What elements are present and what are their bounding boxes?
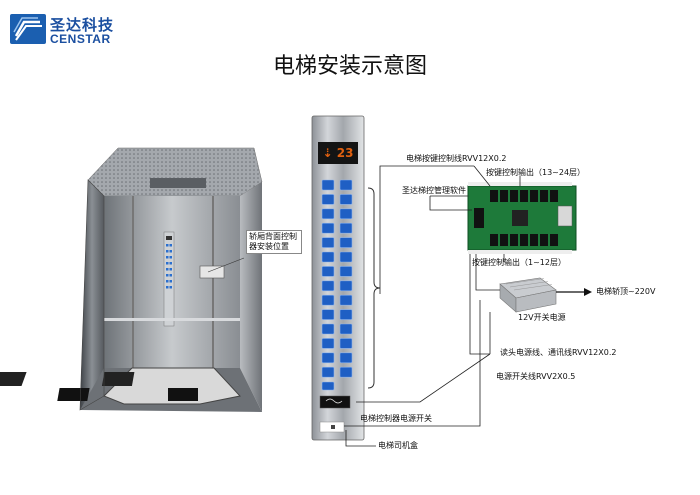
controller-board-illustration — [467, 182, 577, 254]
logo-chinese-name: 圣达科技 — [50, 16, 115, 34]
floor-button — [339, 294, 353, 306]
floor-button — [321, 208, 335, 220]
page-title: 电梯安装示意图 — [272, 54, 427, 79]
wiring — [344, 165, 521, 447]
floor-button — [339, 366, 353, 378]
floor-button — [339, 338, 353, 349]
floor-button — [321, 338, 335, 349]
button-panel-illustration — [311, 115, 365, 441]
floor-button — [321, 366, 335, 378]
button-cable-label: 电梯按键控制线RVV12X0.2 — [406, 154, 507, 163]
floor-button — [321, 294, 335, 306]
output-lower-label: 按键控制输出（1~12层） — [472, 258, 566, 267]
floor-button — [339, 194, 353, 205]
floor-button — [321, 266, 335, 277]
psu-arrow-head — [584, 288, 592, 296]
psu-label: 12V开关电源 — [518, 313, 566, 322]
power-supply-illustration — [499, 277, 557, 313]
floor-button — [321, 179, 335, 191]
floor-button — [321, 309, 335, 320]
floor-button — [321, 222, 335, 234]
floor-button — [339, 323, 353, 335]
floor-button — [339, 179, 353, 191]
power-switch-label: 电梯控制器电源开关 — [360, 414, 432, 423]
panel-bracket — [367, 187, 381, 389]
display-arrow-icon: ⇣ — [322, 146, 333, 160]
company-logo: 圣达科技 CENSTAR — [10, 14, 170, 50]
floor-button — [339, 280, 353, 292]
floor-button — [321, 251, 335, 263]
logo-mark-icon — [10, 14, 46, 44]
floor-button — [339, 237, 353, 248]
floor-button — [339, 352, 353, 364]
car-panel-leader-line — [207, 257, 245, 273]
floor-button — [339, 208, 353, 220]
logo-english-name: CENSTAR — [50, 32, 111, 46]
floor-button — [321, 237, 335, 248]
power-cable-label: 电源开关线RVV2X0.5 — [496, 372, 576, 381]
driver-box-label: 电梯司机盒 — [378, 441, 418, 450]
floor-button — [339, 222, 353, 234]
floor-button — [339, 266, 353, 277]
floor-button — [339, 251, 353, 263]
elevator-car-illustration — [0, 147, 263, 412]
floor-button — [339, 309, 353, 320]
floor-button — [321, 280, 335, 292]
floor-button — [321, 381, 335, 391]
floor-button — [321, 323, 335, 335]
software-label: 圣达梯控管理软件 — [402, 186, 466, 195]
display-floor-number: 23 — [336, 146, 354, 160]
car-panel-location-label: 轿厢背面控制器安装位置 — [246, 230, 302, 254]
floor-button — [321, 352, 335, 364]
reader-cable-label: 读头电源线、通讯线RVV12X0.2 — [500, 348, 617, 357]
panel-floor-display: ⇣ 23 — [321, 147, 355, 159]
output-upper-label: 按键控制输出（13~24层） — [486, 168, 586, 177]
floor-button — [321, 194, 335, 205]
psu-target-label: 电梯轿顶~220V — [596, 287, 656, 296]
